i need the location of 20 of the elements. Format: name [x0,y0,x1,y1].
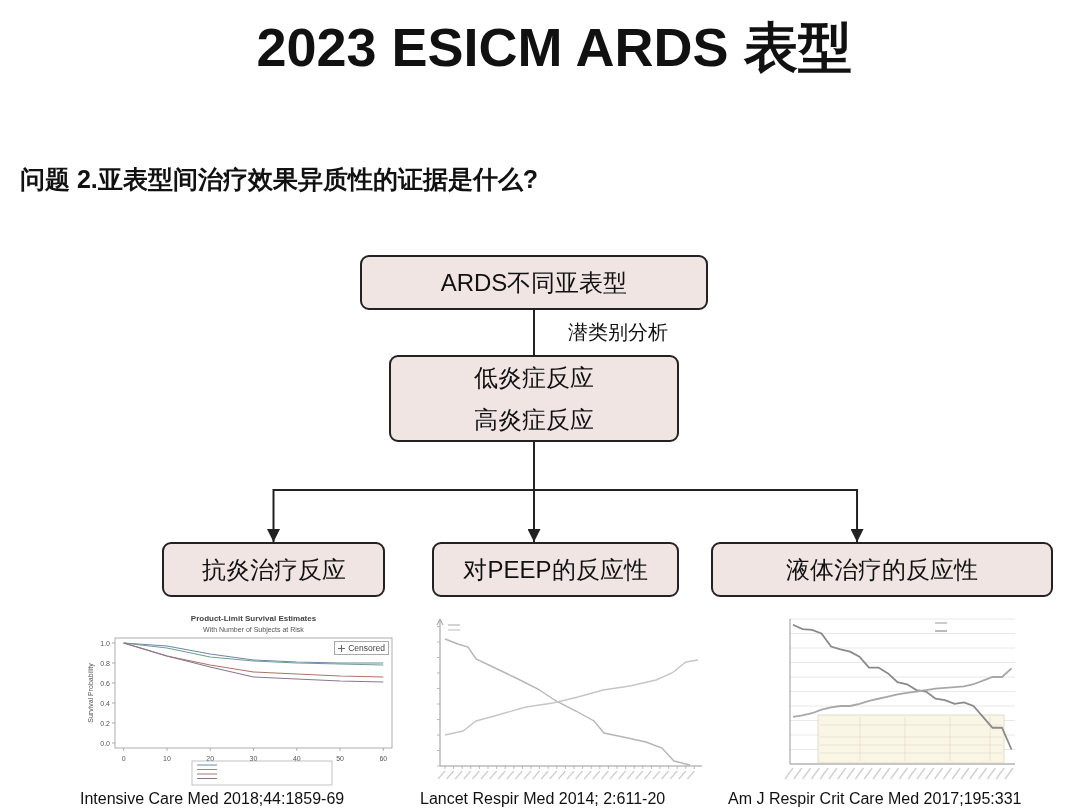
legend-label: Censored [348,643,385,653]
process-box [711,542,1053,597]
node-label: ARDS不同亚表型 [440,268,628,297]
process-box [389,355,679,442]
process-box [432,542,679,597]
process-box [162,542,385,597]
edge-label: 潜类别分析 [568,319,668,344]
slide-title: 2023 ESICM ARDS 表型 [256,16,852,79]
connector-line [533,309,535,356]
citation-text: Lancet Respir Med 2014; 2:611-20 [420,789,666,809]
citation-text: Am J Respir Crit Care Med 2017;195:331 [728,789,1022,809]
process-box [360,255,708,310]
question-heading: 问题 2.亚表型间治疗效果异质性的证据是什么? [20,164,539,194]
node-label: 低炎症反应 [474,363,594,392]
node-label: 对PEEP的反应性 [463,555,648,584]
citation-text: Intensive Care Med 2018;44:1859-69 [80,789,345,809]
chart-title: Product-Limit Survival Estimates [190,614,317,624]
node-label: 抗炎治疗反应 [201,555,346,584]
node-label: 高炎症反应 [474,405,594,434]
node-label: 液体治疗的反应性 [786,555,978,584]
